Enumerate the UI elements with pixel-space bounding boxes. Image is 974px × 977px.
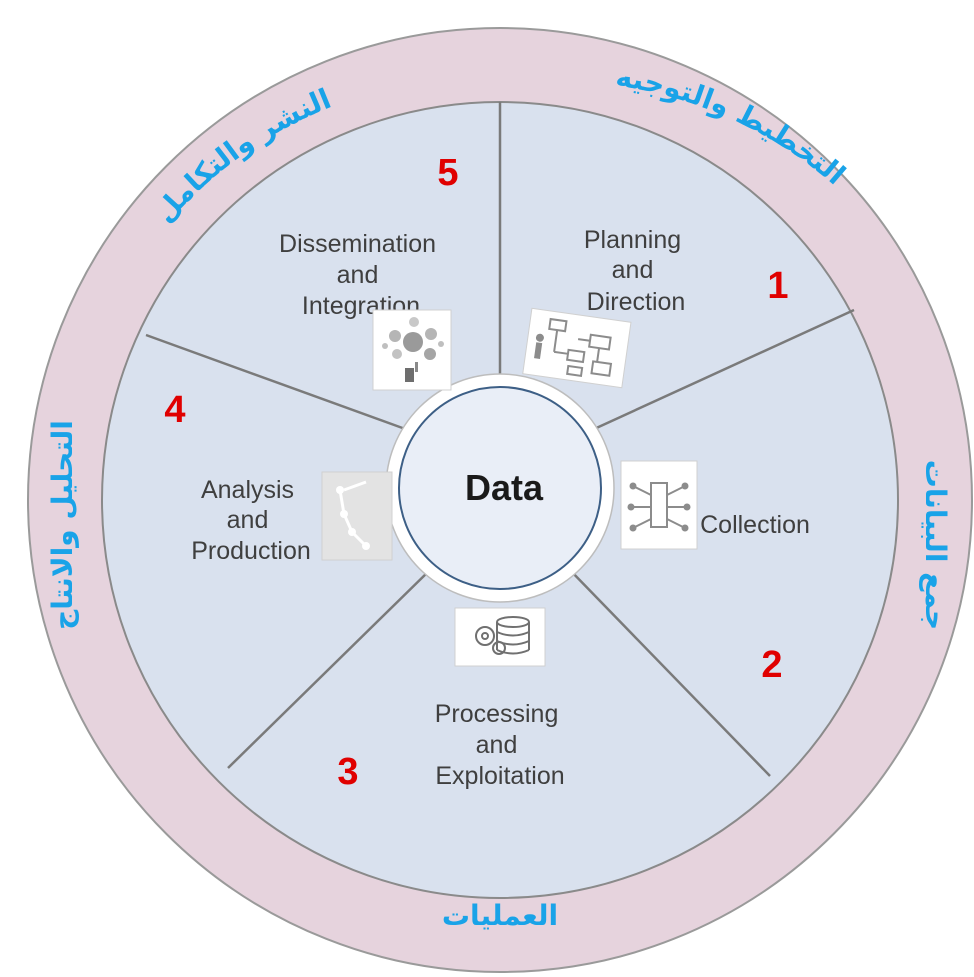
- divider-4: [227, 567, 433, 769]
- stage-processing: 3 Processing and Exploitation: [337, 700, 566, 793]
- divider-3: [567, 567, 771, 777]
- arabic-label-collection: جمع البيانات: [919, 460, 952, 630]
- cluster-bubbles-icon: [372, 309, 452, 391]
- stage-1-line-2: and: [612, 256, 654, 284]
- stage-planning: 1 Planning and Direction: [584, 226, 789, 316]
- stage-2-line-1: Collection: [700, 511, 810, 539]
- stage-collection: 2 Collection: [700, 511, 810, 686]
- stage-5-line-1: Dissemination: [279, 230, 436, 258]
- stage-4-label: Analysis and Production: [191, 476, 311, 565]
- stage-3-line-3: Exploitation: [435, 762, 564, 790]
- stage-3-label: Processing and Exploitation: [435, 700, 566, 790]
- stage-4-number: 4: [164, 389, 185, 431]
- stage-3-number: 3: [337, 751, 358, 793]
- stage-1-number: 1: [767, 265, 788, 307]
- stage-2-number: 2: [761, 644, 782, 686]
- stage-1-line-1: Planning: [584, 226, 681, 254]
- stage-4-line-2: and: [227, 506, 269, 534]
- stage-1-label: Planning and Direction: [584, 226, 688, 316]
- arabic-label-operations: العمليات: [442, 899, 558, 932]
- data-network-icon: [620, 460, 698, 550]
- stage-4-line-1: Analysis: [201, 476, 294, 504]
- stage-dissemination: 5 Dissemination and Integration: [279, 152, 459, 320]
- stage-analysis: 4 Analysis and Production: [164, 389, 310, 565]
- center-circle: [398, 386, 602, 590]
- arabic-label-analysis: التحليل والانتاج: [46, 420, 80, 630]
- stage-5-line-2: and: [337, 261, 379, 289]
- stage-5-label: Dissemination and Integration: [279, 230, 443, 320]
- divider-5: [145, 333, 409, 432]
- database-gears-icon: [454, 607, 546, 667]
- stage-4-line-3: Production: [191, 537, 311, 565]
- stage-5-number: 5: [437, 152, 458, 194]
- stage-1-line-3: Direction: [587, 288, 686, 316]
- stage-3-line-2: and: [476, 731, 518, 759]
- workflow-diagram-icon: [522, 307, 632, 389]
- segment-dividers: [145, 102, 855, 777]
- divider-2: [591, 308, 855, 432]
- stage-3-line-1: Processing: [435, 700, 559, 728]
- analysis-chart-icon: [321, 471, 393, 561]
- center-label: Data: [465, 467, 544, 508]
